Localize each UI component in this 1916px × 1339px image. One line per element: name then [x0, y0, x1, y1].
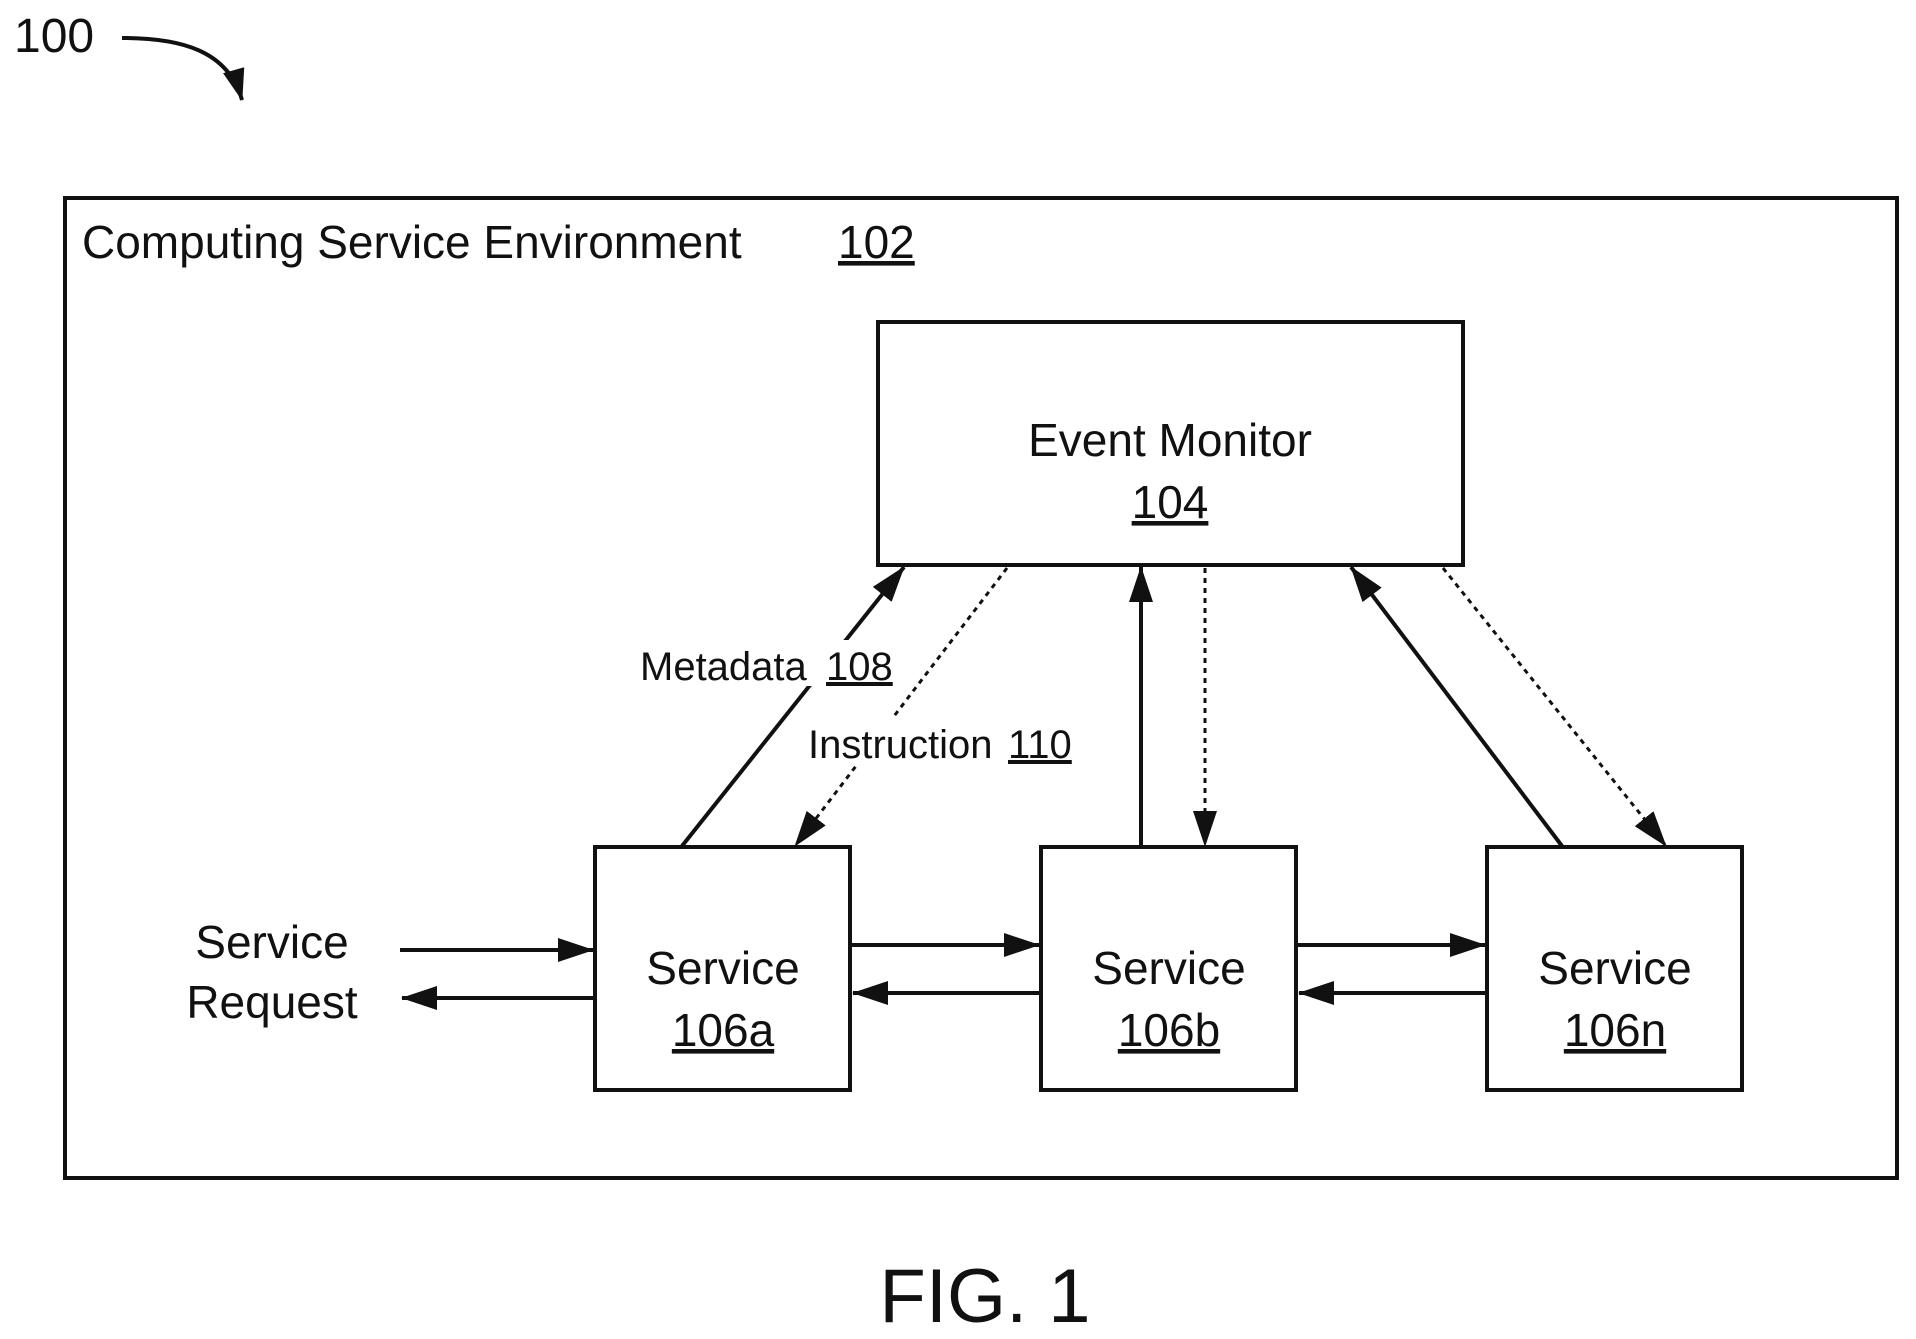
service-request-line2: Request [186, 976, 358, 1028]
service-106b-numeral: 106b [1118, 1004, 1220, 1056]
metadata-label: Metadata [640, 645, 808, 689]
instruction-numeral: 110 [1008, 723, 1072, 767]
metadata-numeral: 108 [826, 645, 893, 689]
figure-caption: FIG. 1 [879, 1254, 1090, 1339]
service-106n-numeral: 106n [1564, 1004, 1666, 1056]
environment-numeral: 102 [838, 216, 915, 268]
figure-ref-arrow [122, 38, 242, 100]
environment-label: Computing Service Environment [82, 216, 742, 268]
service-106a-numeral: 106a [672, 1004, 775, 1056]
figure-ref-numeral: 100 [14, 10, 94, 63]
service-106n-label: Service [1538, 942, 1691, 994]
service-request-line1: Service [195, 916, 348, 968]
service-106b-label: Service [1092, 942, 1245, 994]
instruction-label: Instruction [808, 723, 993, 767]
service-106a-label: Service [646, 942, 799, 994]
event-monitor-numeral: 104 [1132, 476, 1209, 528]
event-monitor-label: Event Monitor [1028, 414, 1312, 466]
